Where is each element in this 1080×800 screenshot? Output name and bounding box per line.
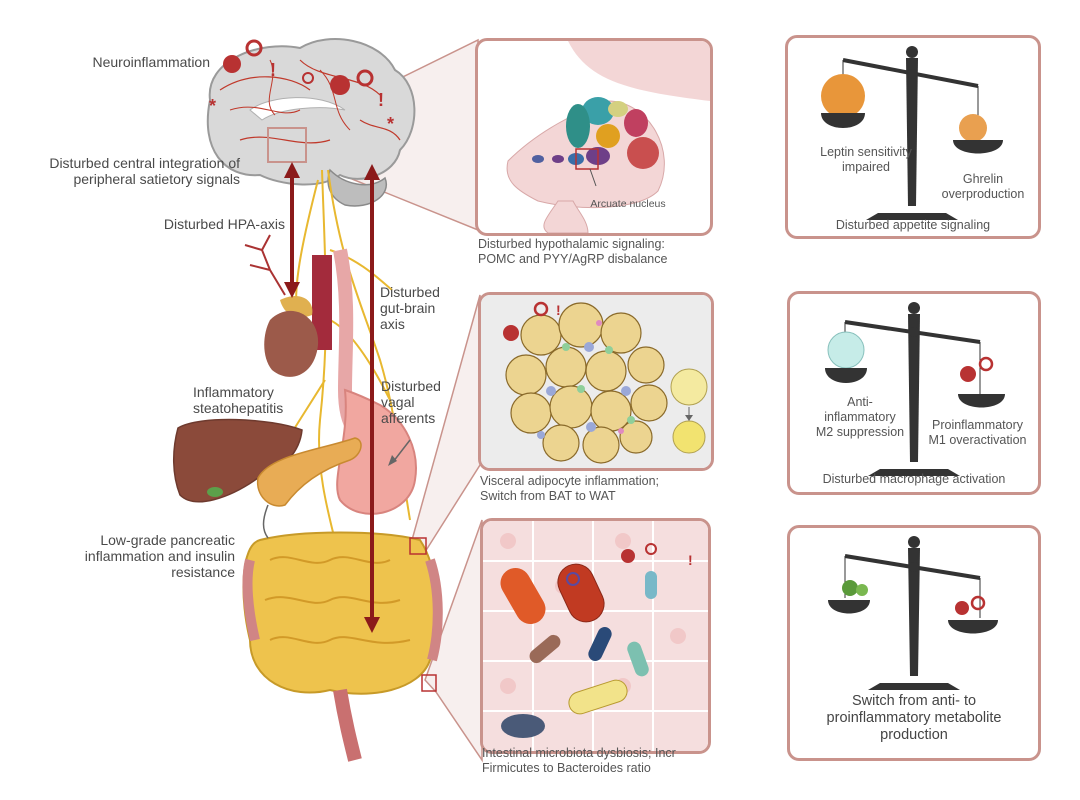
adipocyte-caption: Visceral adipocyte inflammation; Switch … <box>480 474 660 503</box>
steatohepatitis-label: Inflammatory steatohepatitis <box>193 384 284 416</box>
metabolite-caption: Switch from anti- to proinflammatory met… <box>826 693 1002 743</box>
vagal-pointer <box>392 439 411 463</box>
pancreas-pointer <box>262 504 269 539</box>
hypothalamus-illustration <box>506 41 710 233</box>
m1-overactivation-label: Proinflammatory M1 overactivation <box>928 418 1027 447</box>
svg-text:!: ! <box>270 60 276 80</box>
aorta <box>312 255 332 350</box>
hpa-axis-label: Disturbed HPA-axis <box>163 216 285 232</box>
adipocyte-illustration: ! <box>481 295 711 468</box>
central-integration-label: Disturbed central integration of periphe… <box>49 155 240 187</box>
hpa-axis-arrow <box>284 162 300 298</box>
ghrelin-label: Ghrelin overproduction <box>941 172 1025 201</box>
leptin-label: Leptin sensitivity impaired <box>820 145 912 174</box>
neuroinflammation-label: Neuroinflammation <box>92 54 211 70</box>
svg-text:!: ! <box>688 552 693 568</box>
gallbladder <box>207 487 223 497</box>
gut-brain-axis-label: Disturbed gut-brain axis <box>380 284 440 332</box>
arcuate-nucleus-label: Arcuate nucleus <box>590 198 666 210</box>
vagal-afferents-label: Disturbed vagal afferents <box>381 378 441 426</box>
appetite-caption: Disturbed appetite signaling <box>835 218 991 232</box>
svg-text:*: * <box>387 114 394 134</box>
pancreatic-label: Low-grade pancreatic inflammation and in… <box>84 532 235 580</box>
intestine-edges <box>242 558 443 662</box>
pancreas <box>256 437 362 507</box>
svg-text:*: * <box>209 96 216 116</box>
microbiota-caption: Intestinal microbiota dysbiosis; Incr Fi… <box>482 746 676 775</box>
macrophage-scale <box>825 302 1005 476</box>
microbiota-panel: ! <box>480 518 711 754</box>
gut-brain-axis-arrow <box>364 164 380 633</box>
rectum <box>333 688 362 762</box>
fat-zoom-box <box>409 537 427 555</box>
metabolite-scale <box>828 536 998 690</box>
brain-illustration: ! ! * * <box>206 38 416 207</box>
intestine-to-microbiota-connector <box>424 519 483 763</box>
adipocyte-panel: ! <box>478 292 714 471</box>
hypothalamus-panel: Arcuate nucleus <box>475 38 713 236</box>
macrophage-scale-panel: Anti- inflammatory M2 suppression Proinf… <box>787 291 1041 495</box>
svg-text:!: ! <box>378 90 384 110</box>
renal-vessels <box>244 234 286 296</box>
m2-suppression-label: Anti- inflammatory M2 suppression <box>815 395 905 439</box>
appetite-scale <box>821 46 1003 220</box>
svg-text:!: ! <box>556 302 561 318</box>
hypothalamus-caption: Disturbed hypothalamic signaling: POMC a… <box>478 237 668 266</box>
metabolite-scale-panel: Switch from anti- to proinflammatory met… <box>787 525 1041 761</box>
stomach <box>336 388 417 515</box>
appetite-scale-panel: Leptin sensitivity impaired Ghrelin over… <box>785 35 1041 239</box>
macrophage-caption: Disturbed macrophage activation <box>822 472 1006 486</box>
kidney <box>264 310 319 377</box>
microbiota-illustration: ! <box>483 521 708 751</box>
gut-zoom-box <box>421 674 437 692</box>
